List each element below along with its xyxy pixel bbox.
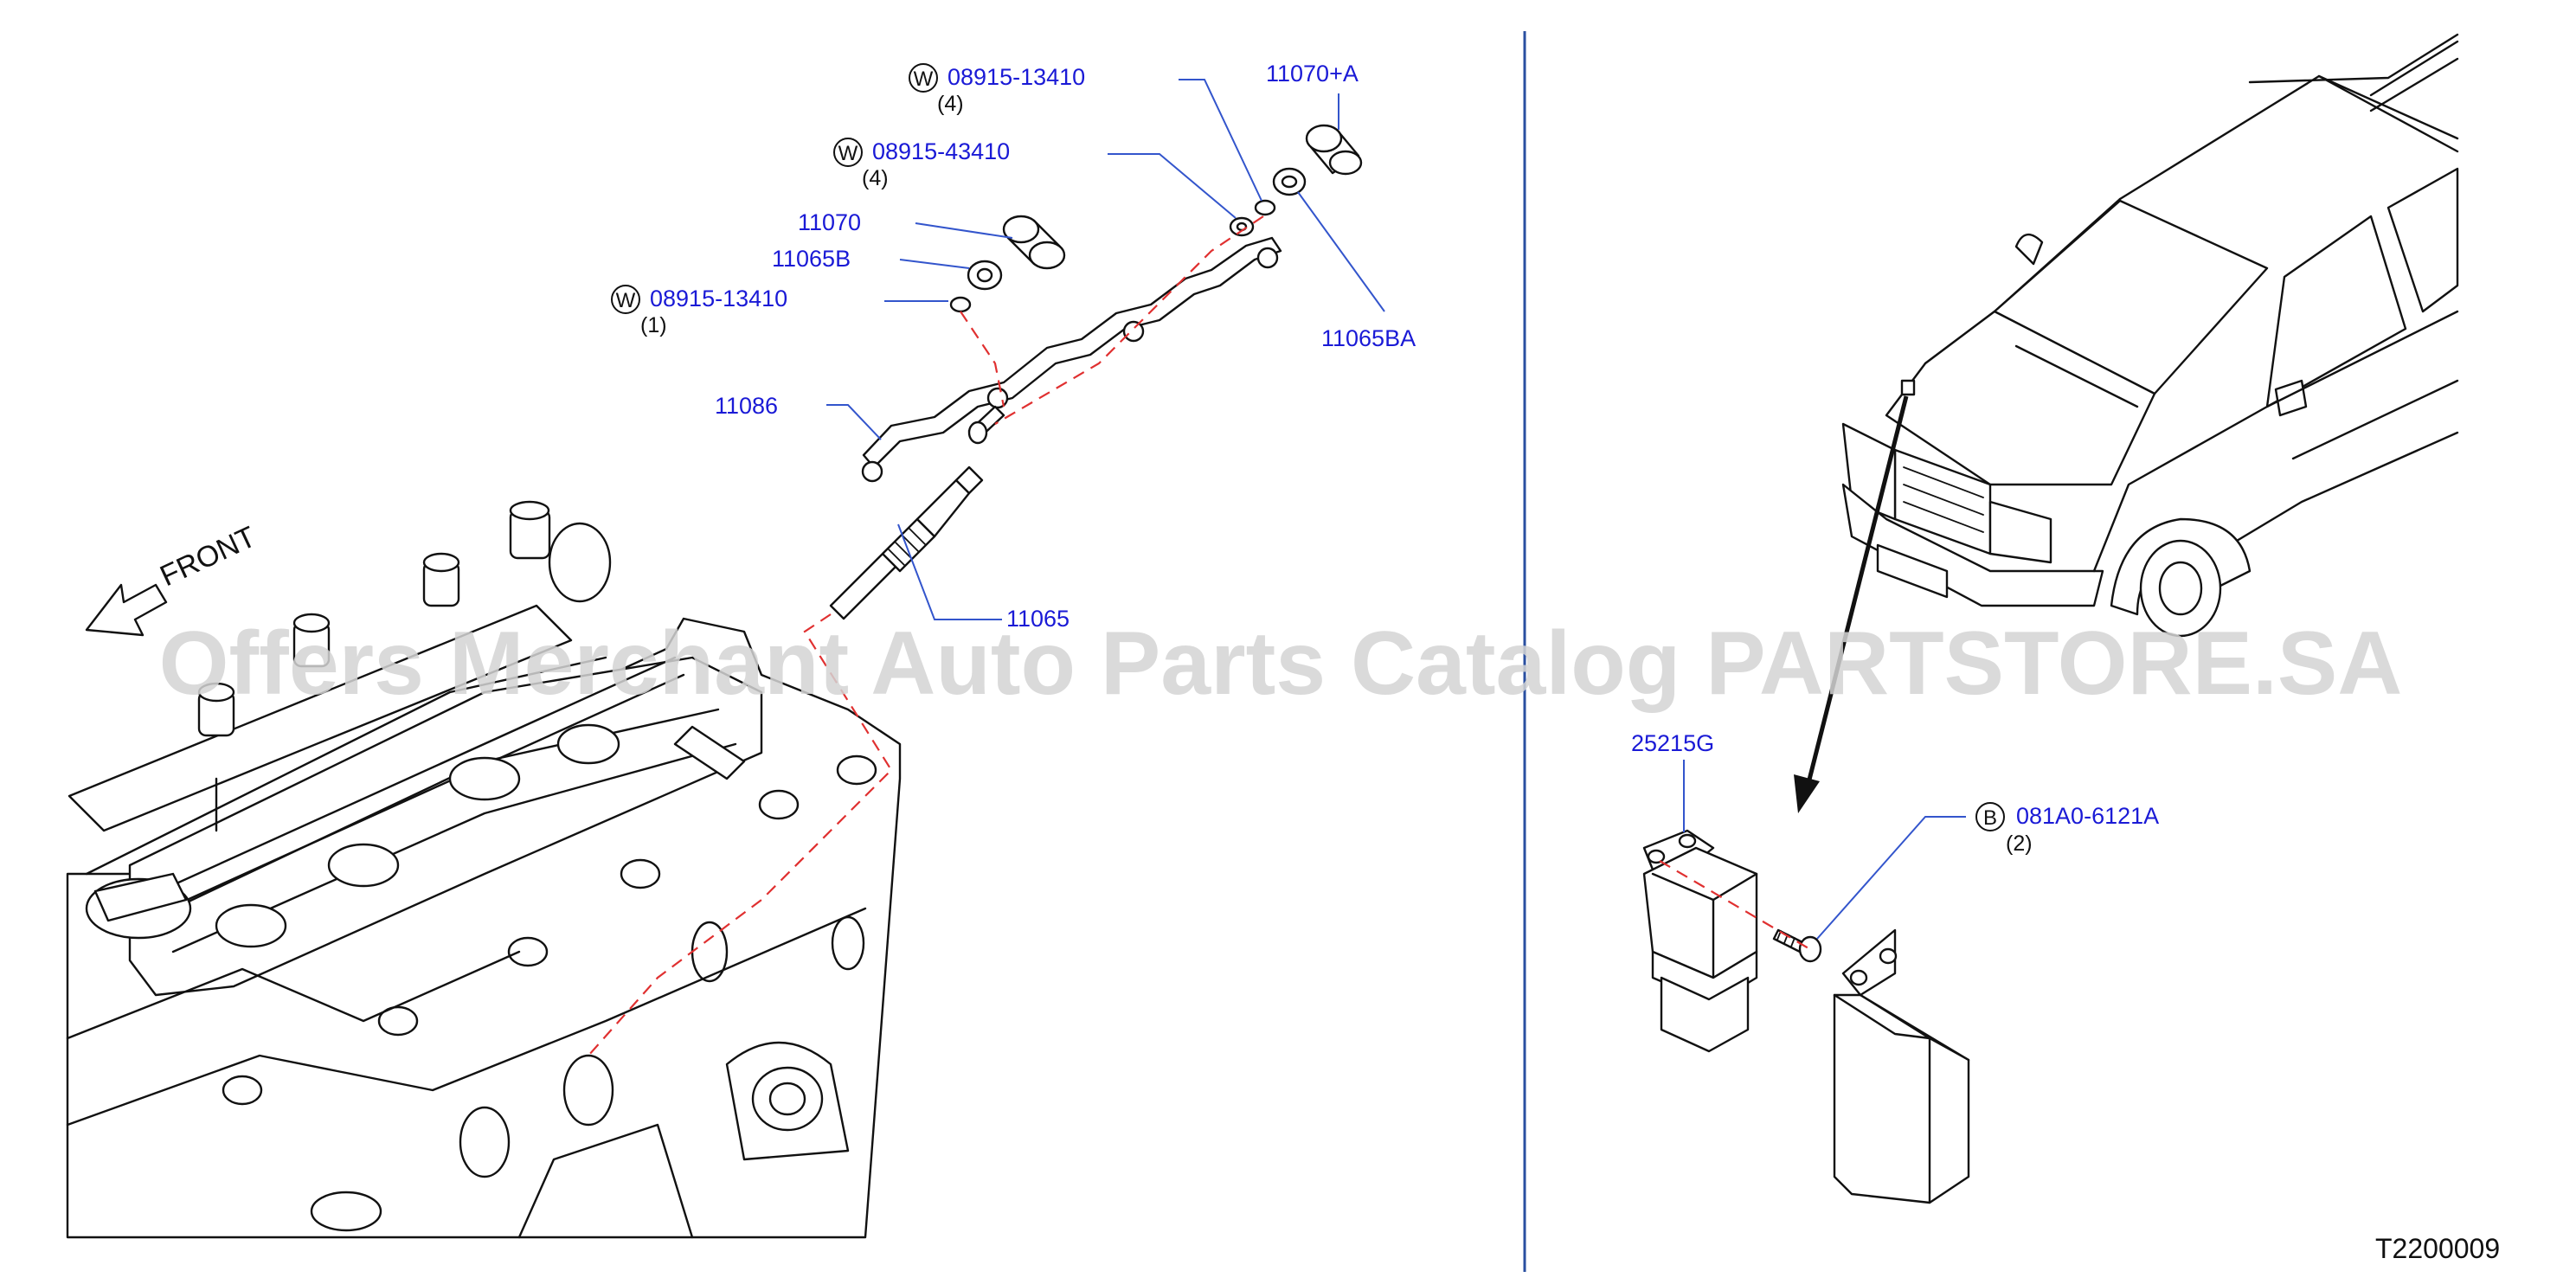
location-arrow-icon — [1794, 395, 1909, 813]
front-arrow-icon — [85, 583, 168, 637]
callout-bolt: B 081A0-6121A (2) — [1975, 802, 2159, 856]
nut-c-part: 11065B — [772, 246, 851, 272]
bolt-part: 081A0-6121A — [2016, 803, 2159, 829]
bolt-qty: (2) — [2006, 831, 2033, 856]
glow-plug-terminal — [967, 405, 1005, 445]
glow-plug — [829, 465, 984, 620]
callout-washer-low: W 08915-13410 (1) — [611, 285, 787, 337]
callout-washer-top: W 08915-13410 (4) — [909, 63, 1085, 116]
washer-low-qty: (1) — [640, 313, 667, 337]
washer-mid-part: 08915-43410 — [872, 138, 1010, 164]
glow-plug-part: 11065 — [1006, 606, 1070, 632]
nut-11065b — [967, 260, 1003, 291]
washer-13410-top — [1254, 199, 1276, 216]
alignment-line-upper — [994, 215, 1264, 425]
nut-11070a — [1305, 124, 1363, 176]
front-label: FRONT — [155, 520, 260, 593]
washer-top-qty: (4) — [937, 92, 964, 116]
vehicle-illustration — [1841, 33, 2459, 638]
washer-low-symbol: W — [616, 289, 636, 312]
bus-bar-part: 11086 — [715, 393, 778, 419]
nut-b-part: 11070 — [798, 209, 861, 235]
washer-top-symbol: W — [914, 67, 934, 91]
washer-mid-symbol: W — [838, 142, 858, 165]
nut-ba-part: 11065BA — [1321, 325, 1416, 351]
alignment-line-lower — [588, 613, 893, 1056]
watermark: Offers Merchant Auto Parts Catalog PARTS… — [159, 613, 2403, 714]
washer-low-part: 08915-13410 — [650, 286, 787, 311]
callout-washer-mid: W 08915-43410 (4) — [833, 138, 1010, 190]
washer-mid-qty: (4) — [862, 166, 889, 190]
nut-11070 — [1002, 215, 1066, 270]
washer-13410-low — [949, 296, 972, 313]
relay-part: 25215G — [1631, 730, 1714, 756]
engine-illustration — [66, 500, 902, 1239]
relay-alignment-line — [1659, 860, 1809, 949]
nut-a-part: 11070+A — [1266, 61, 1359, 87]
bolt-symbol: B — [1983, 806, 1997, 830]
glow-relay — [1642, 829, 1758, 1053]
nut-11065ba — [1272, 167, 1307, 196]
diagram-code: T2200009 — [2375, 1233, 2500, 1264]
relay-bolt — [1772, 928, 1822, 963]
relay-bracket — [1833, 928, 1970, 1204]
glow-plug-bus-bar — [861, 236, 1282, 483]
washer-top-part: 08915-13410 — [948, 64, 1085, 90]
